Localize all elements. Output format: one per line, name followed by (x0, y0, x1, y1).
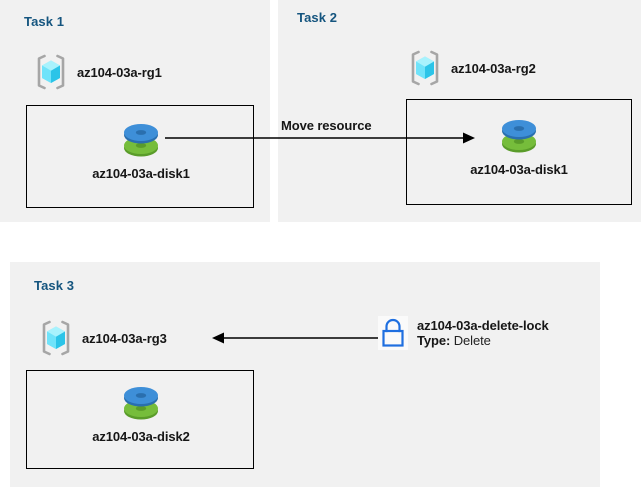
panel-task-3: Task 3 az104-03a-rg3 (10, 262, 600, 487)
resource-group-icon (39, 320, 73, 356)
lock-type-key: Type: (417, 333, 451, 349)
resource-group-icon (408, 50, 442, 86)
panel-title-task-2: Task 2 (297, 10, 338, 25)
managed-disk-icon (117, 116, 165, 162)
panel-title-task-1: Task 1 (24, 14, 65, 29)
lock-type-line: Type: Delete (417, 333, 549, 348)
disk-node-task-1: az104-03a-disk1 (92, 116, 190, 181)
disk-label-task-2: az104-03a-disk1 (470, 162, 568, 177)
lock-name-label: az104-03a-delete-lock (417, 318, 549, 333)
resource-group-label-task-2: az104-03a-rg2 (451, 60, 536, 76)
resource-group-label-task-3: az104-03a-rg3 (82, 330, 167, 346)
panel-task-2: Task 2 az104-03a-rg2 (278, 0, 641, 222)
resource-box-task-3: az104-03a-disk2 (26, 370, 254, 469)
lock-icon (378, 316, 408, 350)
delete-lock-node: az104-03a-delete-lock Type: Delete (378, 316, 549, 350)
resource-group-icon (34, 54, 68, 90)
connector-label-move-resource: Move resource (281, 118, 372, 133)
managed-disk-icon (495, 112, 543, 158)
lock-type-value: Delete (453, 333, 491, 349)
resource-box-task-1: az104-03a-disk1 (26, 105, 254, 208)
resource-group-task-1: az104-03a-rg1 (34, 54, 162, 90)
disk-node-task-2: az104-03a-disk1 (470, 112, 568, 177)
managed-disk-icon (117, 379, 165, 425)
lock-text-block: az104-03a-delete-lock Type: Delete (417, 316, 549, 349)
panel-title-task-3: Task 3 (34, 278, 75, 293)
resource-box-task-2: az104-03a-disk1 (406, 99, 632, 205)
panel-task-1: Task 1 az104-03a-rg1 (0, 0, 270, 222)
disk-label-task-3: az104-03a-disk2 (92, 429, 190, 444)
resource-group-label-task-1: az104-03a-rg1 (77, 64, 162, 80)
resource-group-task-3: az104-03a-rg3 (39, 320, 167, 356)
disk-node-task-3: az104-03a-disk2 (92, 379, 190, 444)
disk-label-task-1: az104-03a-disk1 (92, 166, 190, 181)
resource-group-task-2: az104-03a-rg2 (408, 50, 536, 86)
